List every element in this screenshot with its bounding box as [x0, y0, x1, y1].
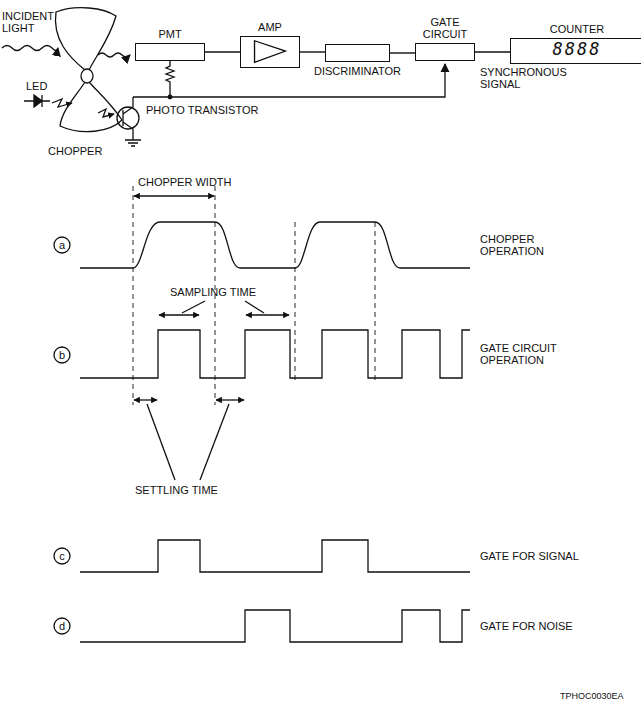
resistor-symbol [166, 61, 174, 97]
letter-circle [54, 618, 70, 634]
ground-symbol [125, 140, 141, 146]
dimension-arrow [216, 399, 244, 400]
led-light [52, 99, 72, 107]
phototransistor-symbol [123, 97, 133, 140]
amp-box: AMP [240, 36, 300, 68]
chopper-hub [81, 69, 93, 83]
block-label: DISCRIMINATOR [303, 65, 413, 77]
dimension-arrow [159, 314, 199, 315]
block-label: COUNTER [537, 23, 617, 35]
waveform [80, 222, 470, 268]
light-ray [98, 53, 130, 57]
signal-wire [475, 51, 510, 52]
gate-circuit-box: GATE CIRCUIT [415, 43, 475, 61]
light-label: INCIDENT LIGHT [2, 10, 72, 34]
amplifier-symbol [241, 37, 299, 67]
dimension-arrow [134, 195, 214, 196]
letter-circle [54, 347, 70, 363]
letter-circle [54, 548, 70, 564]
signal-wire [300, 51, 325, 52]
callout-letter: c [54, 550, 70, 562]
sync-wire [133, 64, 445, 97]
waveform [80, 330, 470, 378]
light-ray [2, 46, 58, 51]
leader-line [147, 404, 175, 480]
block-label: AMP [245, 21, 295, 33]
callout-letter: a [54, 239, 70, 251]
chopper-blade [60, 82, 122, 132]
guide-line [375, 222, 376, 380]
signal-label: SYNCHRONOUS SIGNAL [480, 66, 580, 90]
discriminator-box: DISCRIMINATOR [325, 44, 390, 62]
signal-wire [205, 51, 240, 52]
display-digits: 8888 [511, 39, 641, 59]
signal-wire [390, 52, 415, 53]
dimension-arrow [246, 314, 289, 315]
letter-circle [54, 237, 70, 253]
waveform-label: GATE CIRCUIT OPERATION [480, 342, 600, 366]
callout-letter: b [54, 349, 70, 361]
pmt-box: PMT [135, 43, 205, 61]
waveform-label: GATE FOR SIGNAL [480, 550, 579, 562]
led-symbol [24, 95, 50, 107]
waveform [80, 540, 470, 572]
led-label: LED [26, 80, 47, 92]
leader-line [200, 404, 229, 480]
leader-line [245, 301, 264, 313]
waveform-label: CHOPPER OPERATION [480, 233, 590, 257]
block-label: GATE CIRCUIT [418, 16, 473, 40]
block-label: PMT [140, 28, 200, 40]
waveform-label: GATE FOR NOISE [480, 620, 573, 632]
chopper-blade [55, 8, 116, 70]
figure-code: TPHOC0030EA [560, 690, 624, 702]
junction-dot [168, 95, 172, 99]
dimension-label: SETTLING TIME [135, 484, 218, 496]
guide-line [133, 186, 134, 405]
led-light [98, 109, 114, 117]
waveform [80, 610, 470, 642]
dimension-arrow [134, 399, 157, 400]
leader-line [182, 301, 205, 313]
component-label: PHOTO TRANSISTOR [146, 104, 258, 116]
callout-letter: d [54, 620, 70, 632]
counter-box: COUNTER8888 [510, 38, 641, 64]
guide-line [295, 222, 296, 380]
dimension-label: SAMPLING TIME [170, 286, 256, 298]
dimension-label: CHOPPER WIDTH [138, 176, 232, 188]
chopper-label: CHOPPER [48, 145, 102, 157]
